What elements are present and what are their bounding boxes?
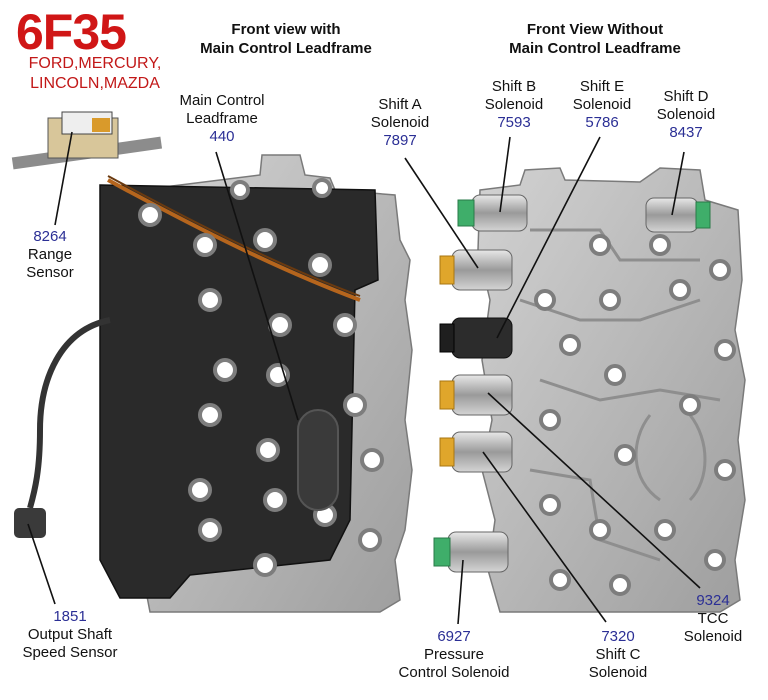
callout-range-sensor-name1: Range bbox=[27, 246, 73, 263]
callout-pressure-control-name1: Pressure bbox=[423, 646, 485, 663]
vehicle-makes: FORD,MERCURY, LINCOLN,MAZDA bbox=[20, 54, 170, 94]
leader-shift-b bbox=[499, 136, 511, 213]
callout-shift-d-solenoid: Shift D Solenoid 8437 bbox=[646, 88, 726, 142]
callout-range-sensor: 8264 Range Sensor bbox=[10, 228, 90, 282]
vehicle-makes-line1: FORD,MERCURY, bbox=[28, 55, 162, 72]
callout-shift-d-name2: Solenoid bbox=[656, 106, 716, 123]
callout-shift-e-solenoid: Shift E Solenoid 5786 bbox=[562, 78, 642, 132]
left-view-heading: Front view with Main Control Leadframe bbox=[176, 20, 396, 58]
callout-shift-e-name2: Solenoid bbox=[572, 96, 632, 113]
callout-output-shaft-speed-sensor: 1851 Output Shaft Speed Sensor bbox=[6, 608, 134, 662]
callout-shift-b-number: 7593 bbox=[497, 114, 531, 131]
callout-pressure-control-name2: Control Solenoid bbox=[398, 664, 510, 681]
output-sensor-head bbox=[14, 508, 46, 538]
left-bolt-holes bbox=[138, 178, 384, 577]
callout-shift-a-number: 7897 bbox=[383, 132, 417, 149]
output-sensor-cable bbox=[27, 317, 111, 509]
leader-output-shaft-sensor bbox=[27, 523, 56, 605]
model-title: 6F35 bbox=[16, 4, 127, 60]
solenoid-tcc-image bbox=[439, 374, 513, 416]
vehicle-makes-line2: LINCOLN,MAZDA bbox=[30, 75, 160, 92]
callout-shift-a-name1: Shift A bbox=[378, 96, 422, 113]
callout-shift-b-name2: Solenoid bbox=[484, 96, 544, 113]
right-heading-line1: Front View Without bbox=[526, 21, 664, 38]
callout-shift-a-solenoid: Shift A Solenoid 7897 bbox=[360, 96, 440, 150]
callout-range-sensor-number: 8264 bbox=[33, 228, 67, 245]
solenoid-shift-c-image bbox=[439, 431, 513, 473]
leader-shift-a bbox=[404, 157, 479, 269]
leader-tcc bbox=[487, 392, 701, 589]
leader-lines bbox=[27, 131, 701, 625]
leader-shift-e bbox=[496, 136, 601, 339]
callout-pressure-control-number: 6927 bbox=[437, 628, 471, 645]
callout-tcc-name1: TCC bbox=[697, 610, 729, 627]
callout-shift-b-name1: Shift B bbox=[491, 78, 537, 95]
left-heading-line1: Front view with bbox=[231, 21, 341, 38]
range-sensor-image bbox=[11, 111, 163, 170]
callout-shift-a-name2: Solenoid bbox=[370, 114, 430, 131]
callout-pressure-control-solenoid: 6927 Pressure Control Solenoid bbox=[384, 628, 524, 682]
callout-tcc-name2: Solenoid bbox=[683, 628, 743, 645]
callout-shift-d-name1: Shift D bbox=[663, 88, 709, 105]
leader-shift-d bbox=[671, 151, 685, 216]
callout-shift-c-solenoid: 7320 Shift C Solenoid bbox=[578, 628, 658, 682]
callout-output-sensor-name2: Speed Sensor bbox=[22, 644, 118, 661]
right-heading-line2: Main Control Leadframe bbox=[509, 40, 681, 57]
callout-output-sensor-name1: Output Shaft bbox=[27, 626, 113, 643]
callout-main-control-leadframe: Main Control Leadframe 440 bbox=[160, 92, 284, 146]
leader-main-control-leadframe bbox=[215, 151, 299, 421]
callout-range-sensor-name2: Sensor bbox=[26, 264, 74, 281]
callout-shift-c-number: 7320 bbox=[601, 628, 635, 645]
solenoid-shift-e-image bbox=[439, 317, 513, 359]
solenoid-shift-a-image bbox=[439, 249, 513, 291]
callout-shift-e-number: 5786 bbox=[585, 114, 619, 131]
leadframe-wire-harness-2 bbox=[107, 175, 361, 297]
callout-main-control-number: 440 bbox=[209, 128, 235, 145]
leadframe-wire-harness bbox=[107, 178, 361, 302]
solenoid-shift-d-image bbox=[645, 197, 711, 233]
solenoid-shift-b-image bbox=[457, 194, 528, 232]
callout-output-sensor-number: 1851 bbox=[53, 608, 87, 625]
leader-range-sensor bbox=[54, 131, 73, 226]
solenoid-pressure-control-image bbox=[433, 531, 509, 573]
callout-tcc-number: 9324 bbox=[696, 592, 730, 609]
left-heading-line2: Main Control Leadframe bbox=[200, 40, 372, 57]
callout-shift-c-name2: Solenoid bbox=[588, 664, 648, 681]
callout-shift-c-name1: Shift C bbox=[595, 646, 641, 663]
callout-shift-e-name1: Shift E bbox=[579, 78, 625, 95]
callout-shift-b-solenoid: Shift B Solenoid 7593 bbox=[474, 78, 554, 132]
callout-main-control-name2: Leadframe bbox=[186, 110, 258, 127]
right-bolt-holes bbox=[534, 234, 736, 596]
callout-main-control-name1: Main Control bbox=[179, 92, 265, 109]
right-view-heading: Front View Without Main Control Leadfram… bbox=[480, 20, 710, 58]
callout-tcc-solenoid: 9324 TCC Solenoid bbox=[670, 592, 756, 646]
leadframe-connector-oval bbox=[297, 409, 339, 511]
leader-shift-c bbox=[482, 451, 607, 623]
callout-shift-d-number: 8437 bbox=[669, 124, 703, 141]
leader-pressure-control bbox=[457, 559, 464, 625]
